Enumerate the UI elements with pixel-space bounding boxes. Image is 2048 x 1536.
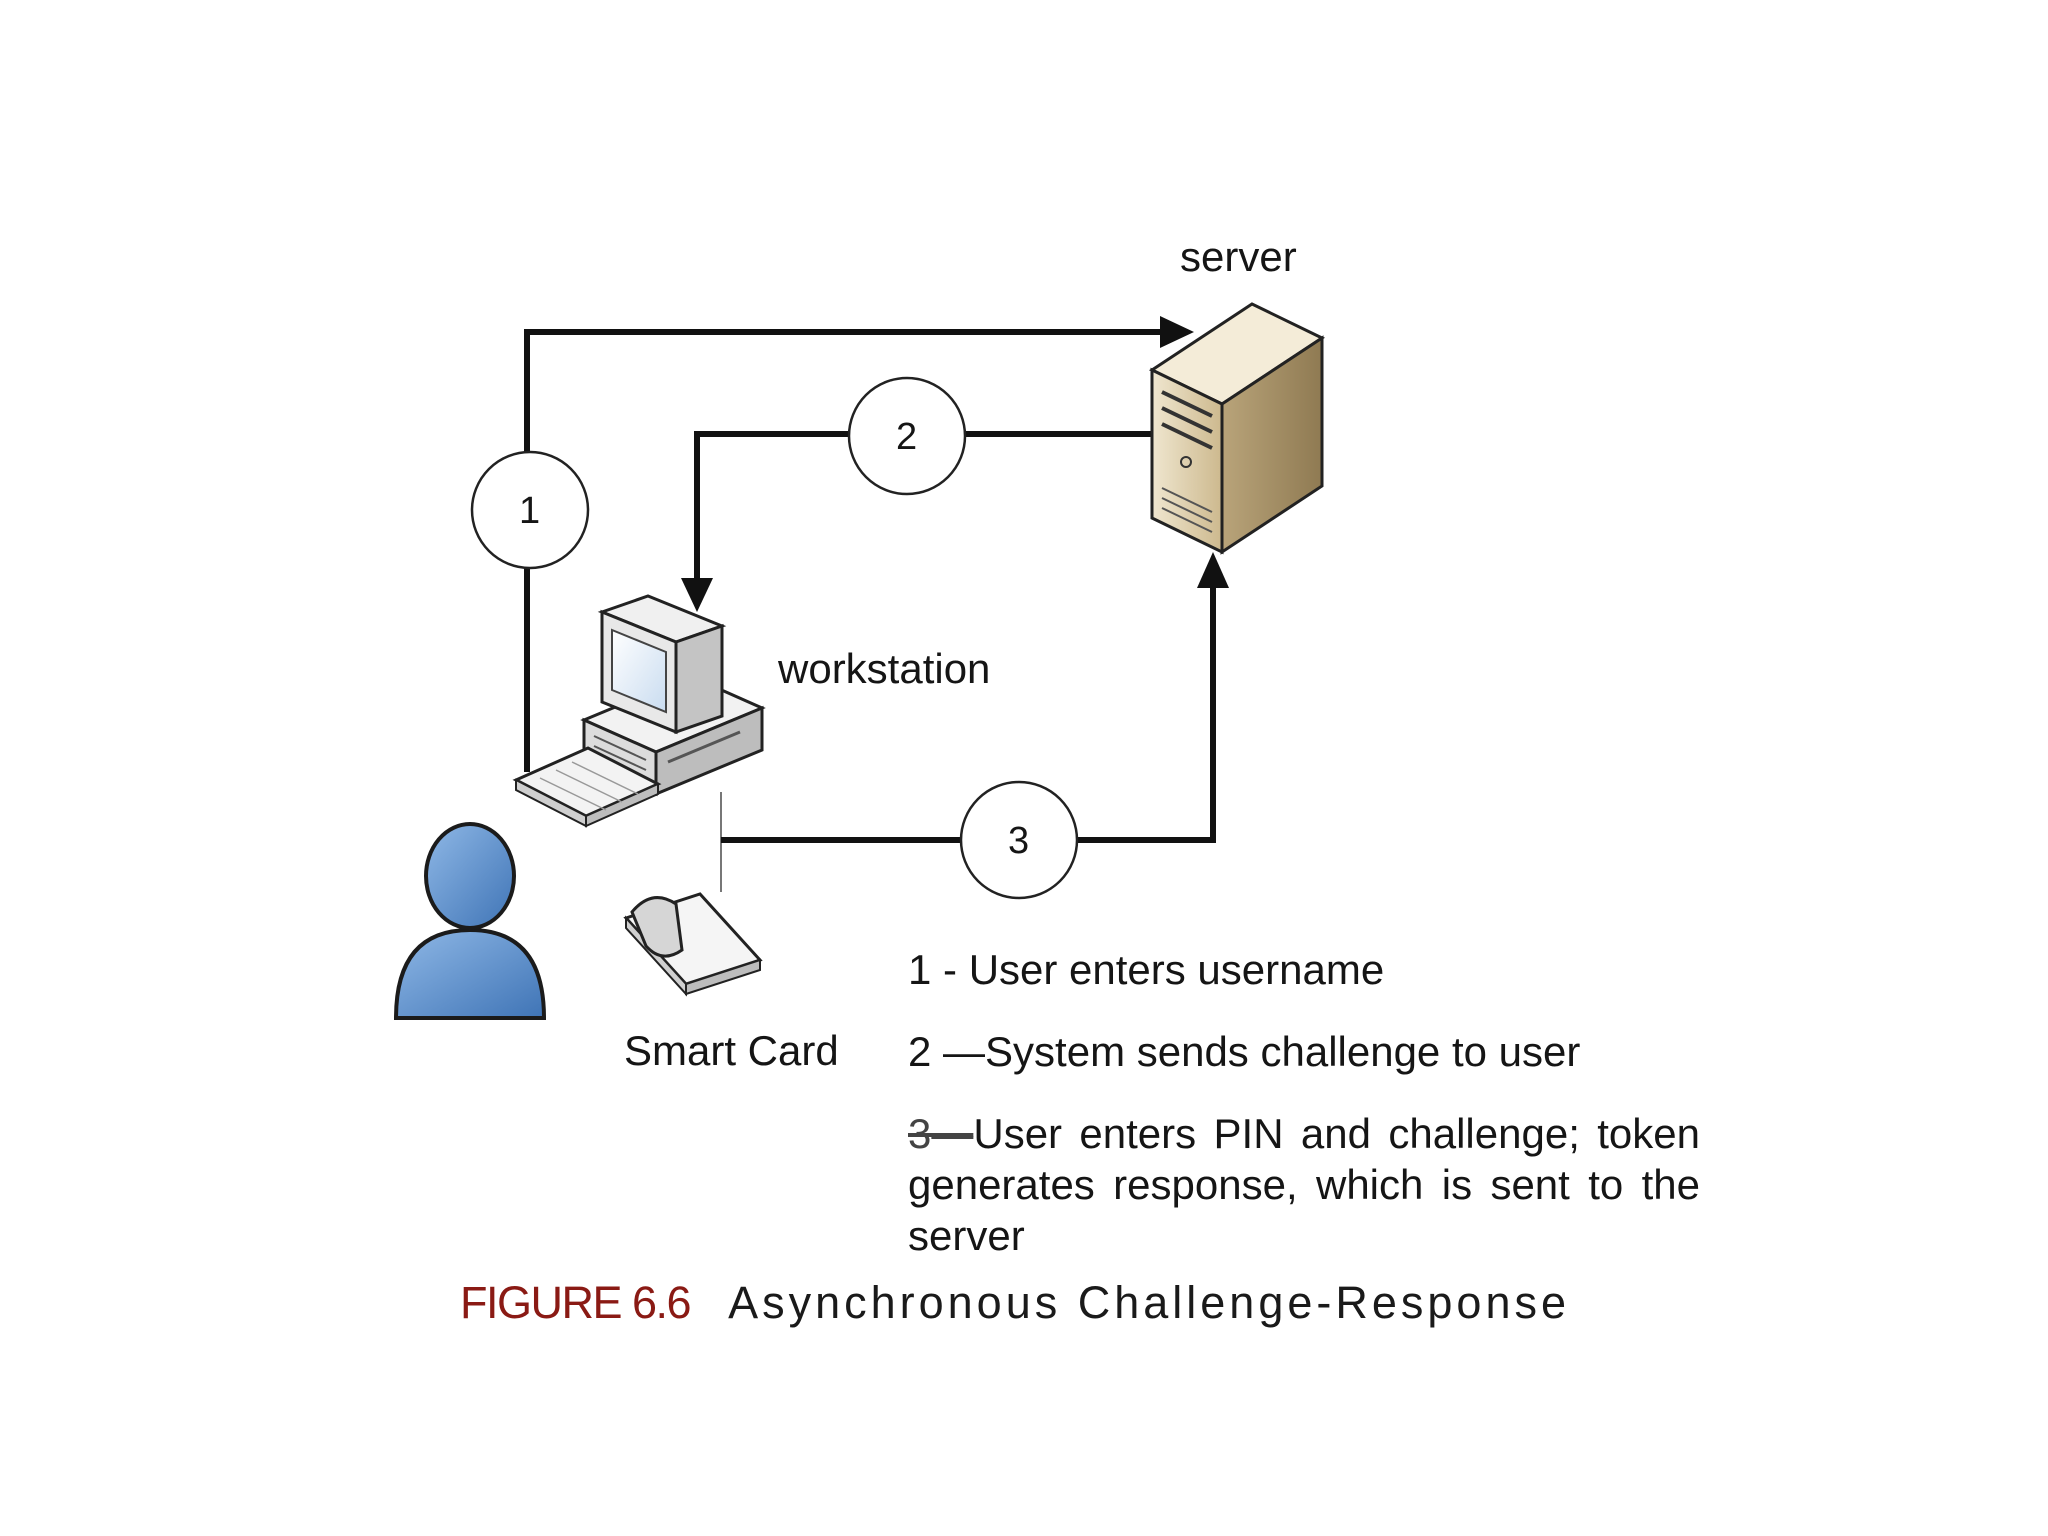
step-3-text: User enters PIN and challenge; token gen… <box>908 1110 1700 1260</box>
figure-label: FIGURE 6.6 <box>460 1277 692 1328</box>
step-2-text: System sends challenge to user <box>985 1028 1581 1075</box>
badge-3-label: 3 <box>1008 820 1030 862</box>
workstation-label: workstation <box>778 645 991 692</box>
server-label: server <box>1180 233 1297 280</box>
smart-card-icon <box>623 892 763 997</box>
step-1: 1 - User enters username <box>908 944 1384 995</box>
badge-2 <box>847 376 967 496</box>
step-1-text: User enters username <box>968 946 1385 993</box>
step-1-number: 1 - <box>908 946 969 993</box>
arrow-1 <box>524 316 1194 772</box>
badge-1-label: 1 <box>519 490 541 532</box>
figure-title: Asynchronous Challenge-Response <box>728 1277 1570 1328</box>
step-3-number: 3— <box>908 1110 974 1157</box>
figure-caption: FIGURE 6.6 Asynchronous Challenge-Respons… <box>460 1280 1570 1325</box>
user-icon <box>393 822 547 1020</box>
badge-2-label: 2 <box>896 416 918 458</box>
step-2-number: 2 — <box>908 1028 986 1075</box>
smart-card-label: Smart Card <box>624 1027 839 1074</box>
server-icon <box>1148 302 1326 555</box>
badge-3 <box>959 780 1079 900</box>
step-3: 3—User enters PIN and challenge; token g… <box>908 1108 1700 1262</box>
arrow-3 <box>720 552 1229 892</box>
arrow-2 <box>681 431 1160 612</box>
workstation-icon <box>512 594 766 828</box>
step-2: 2 —System sends challenge to user <box>908 1026 1580 1077</box>
badge-1 <box>470 450 590 570</box>
